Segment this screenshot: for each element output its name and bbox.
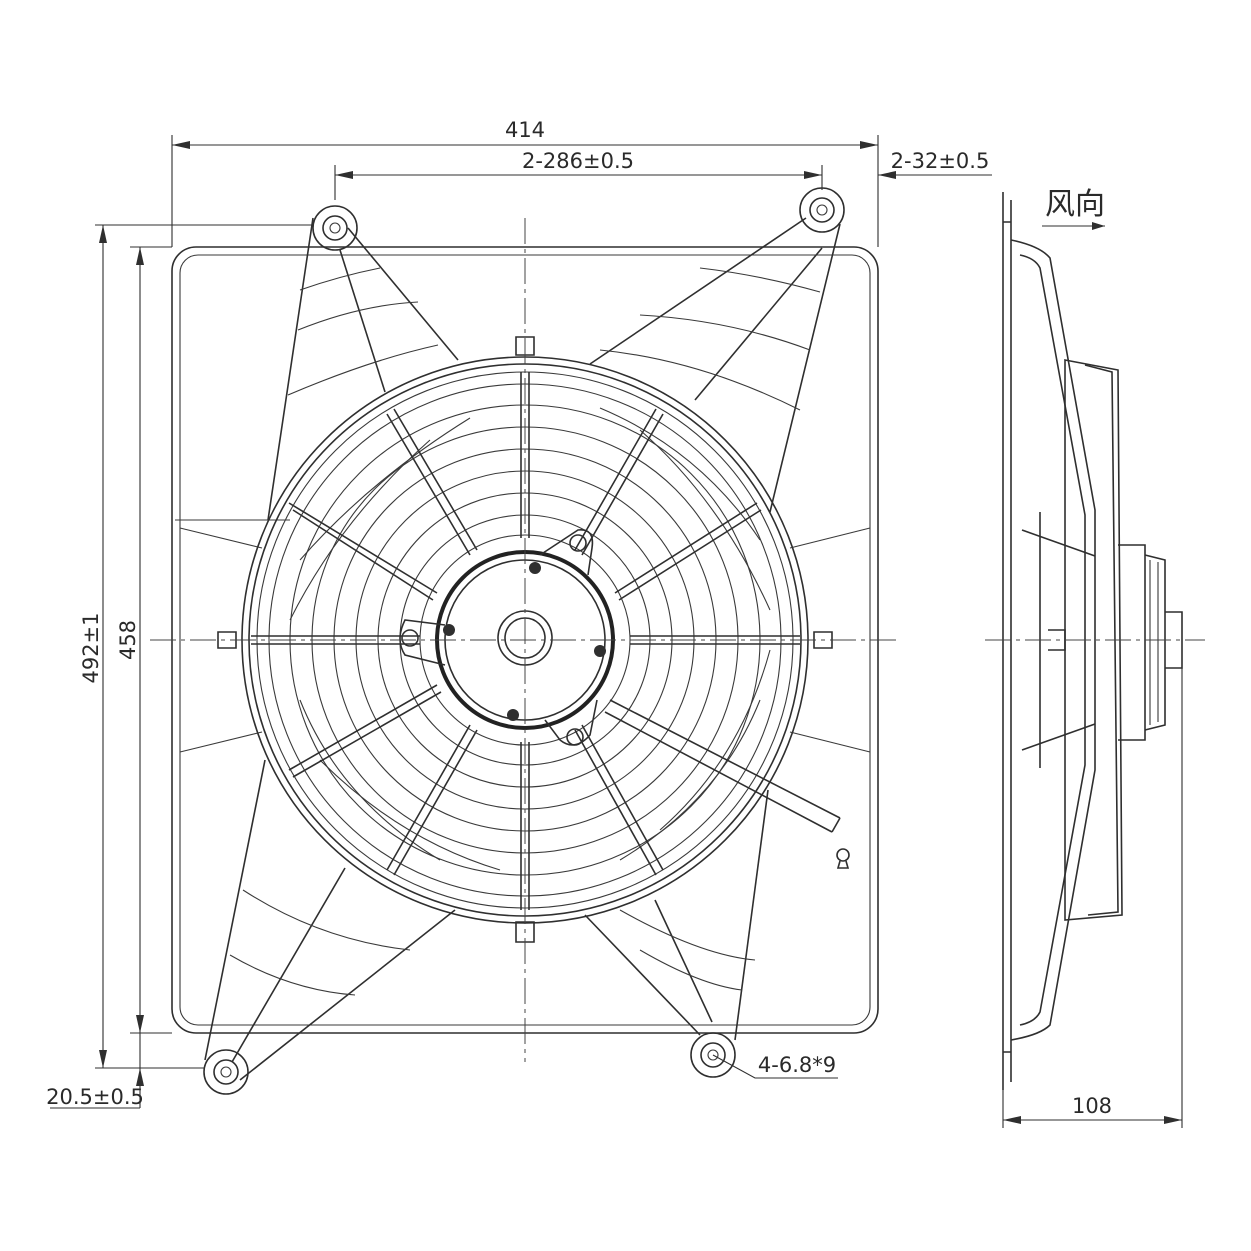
mounting-hole-top-right bbox=[799, 187, 845, 233]
mounting-hole-bottom-right bbox=[690, 1032, 736, 1078]
mounting-hole-bottom-left bbox=[203, 1049, 249, 1095]
leader-mounting-holes: 4-6.8*9 bbox=[712, 1053, 838, 1079]
dimension-depth: 108 bbox=[1002, 668, 1183, 1128]
overall-width-value: 414 bbox=[505, 118, 545, 142]
airflow-indicator: 风向 bbox=[1042, 187, 1105, 230]
support-arms bbox=[175, 217, 871, 1081]
side-view bbox=[985, 192, 1205, 1090]
motor-hub bbox=[399, 529, 615, 746]
hole-offset-value: 2-32±0.5 bbox=[891, 149, 990, 173]
dimension-overall-height: 492±1 bbox=[79, 224, 313, 1069]
dimension-hole-offset: 2-32±0.5 bbox=[878, 149, 992, 179]
hole-spacing-value: 2-286±0.5 bbox=[522, 149, 634, 173]
dimension-overall-width: 414 bbox=[171, 118, 879, 247]
mounting-holes-value: 4-6.8*9 bbox=[758, 1053, 836, 1077]
airflow-label: 风向 bbox=[1045, 187, 1105, 222]
dimension-hole-spacing: 2-286±0.5 bbox=[334, 149, 823, 200]
guard-clips bbox=[217, 336, 850, 943]
frame-height-value: 458 bbox=[116, 620, 140, 660]
front-center-lines bbox=[150, 218, 900, 1062]
mounting-hole-top-left bbox=[312, 205, 358, 251]
guard-spokes bbox=[251, 372, 841, 910]
dimension-frame-height: 458 bbox=[116, 246, 172, 1034]
depth-value: 108 bbox=[1072, 1094, 1112, 1118]
fan-blades bbox=[289, 407, 771, 871]
front-view bbox=[150, 187, 900, 1095]
dimension-bottom-offset: 20.5±0.5 bbox=[46, 1033, 144, 1109]
bottom-offset-value: 20.5±0.5 bbox=[46, 1085, 144, 1109]
overall-height-value: 492±1 bbox=[79, 612, 103, 683]
